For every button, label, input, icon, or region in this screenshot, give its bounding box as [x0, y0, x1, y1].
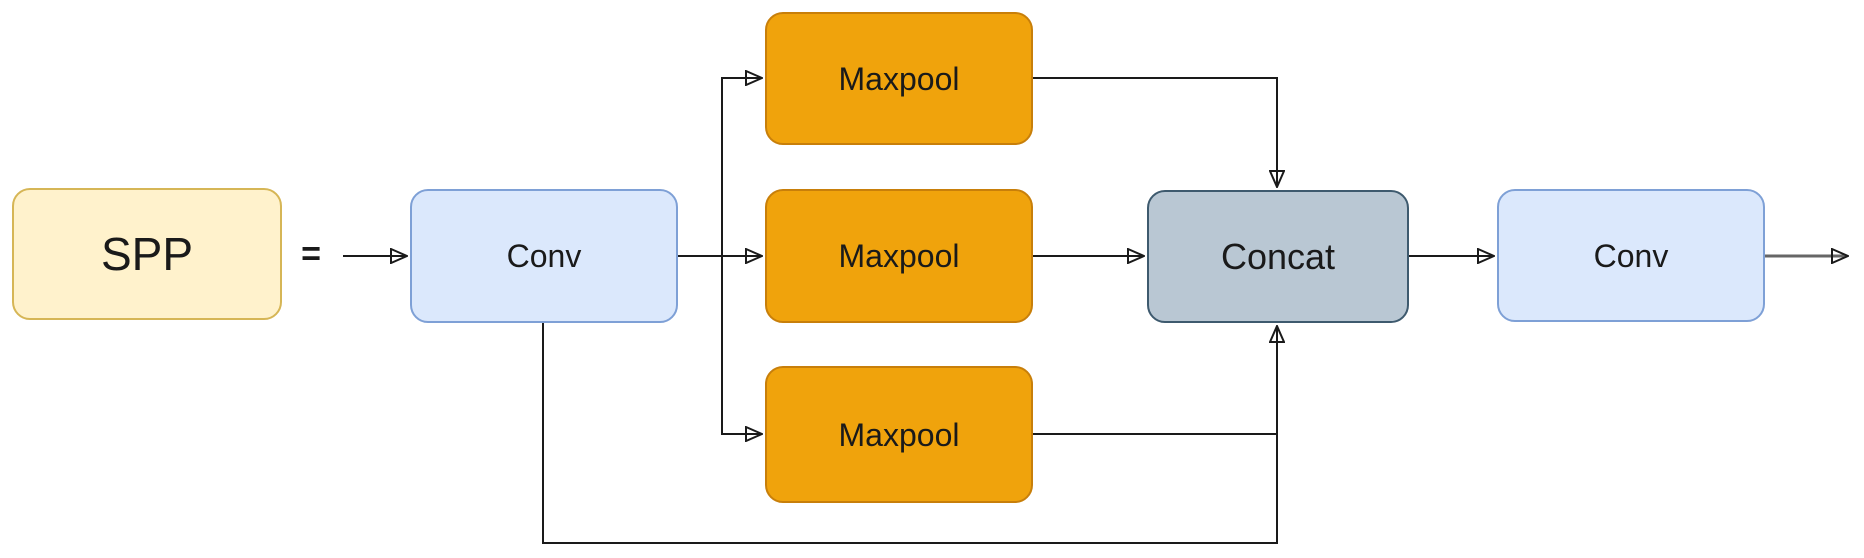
conv-in-node: Conv	[410, 189, 678, 323]
node-label: Conv	[506, 238, 582, 274]
spp-node: SPP	[12, 188, 282, 320]
arrow-branch-to-maxpool-bottom	[721, 256, 761, 434]
conv-out-node: Conv	[1497, 189, 1765, 322]
maxpool-top-node: Maxpool	[765, 12, 1033, 145]
maxpool-middle-node: Maxpool	[765, 189, 1033, 323]
node-label: Maxpool	[838, 416, 960, 453]
node-label: SPP	[100, 228, 194, 280]
concat-node: Concat	[1147, 190, 1409, 323]
arrow-maxpool-top-to-concat	[1033, 77, 1277, 186]
node-label: Conv	[1593, 237, 1669, 274]
node-label: Concat	[1220, 235, 1336, 277]
equals-sign: =	[301, 234, 321, 273]
node-label: Maxpool	[838, 238, 960, 274]
arrow-branch-to-maxpool-top	[721, 78, 761, 256]
node-label: Maxpool	[838, 60, 960, 97]
maxpool-bottom-node: Maxpool	[765, 366, 1033, 503]
